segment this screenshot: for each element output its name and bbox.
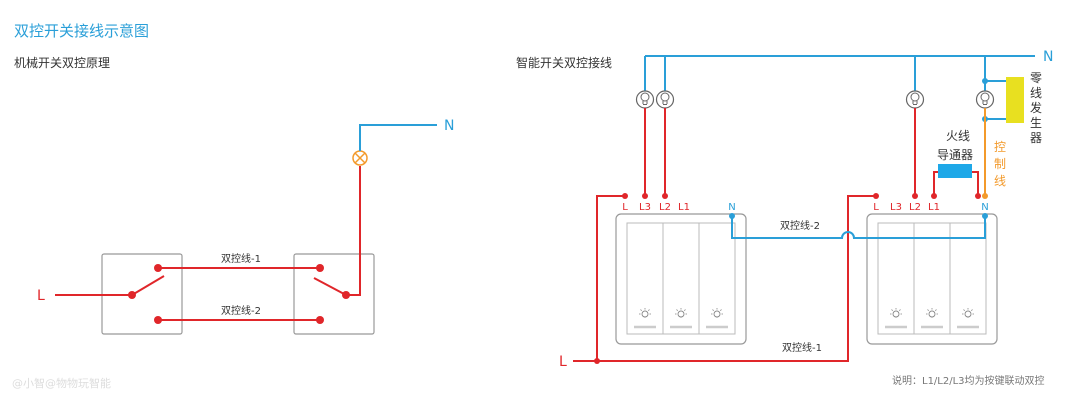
terminal-label-l2: L2 — [909, 202, 921, 213]
left-subtitle: 机械开关双控原理 — [14, 55, 110, 70]
control-wire-label-char: 控 — [994, 140, 1006, 154]
fire-conductor-label-1: 火线 — [946, 129, 970, 143]
lever — [313, 277, 347, 296]
neutral-generator-label-char: 器 — [1030, 131, 1042, 145]
note: 说明：L1/L2/L3均为按键联动双控 — [892, 374, 1045, 387]
conductor-wire — [933, 171, 938, 196]
terminal-dot — [873, 193, 879, 199]
fire-conductor — [938, 164, 972, 178]
light-bulb-icon — [905, 90, 925, 109]
control-wire-2 — [731, 216, 986, 239]
switch-button[interactable] — [662, 222, 700, 335]
fire-conductor-label-2: 导通器 — [937, 148, 973, 162]
wire1-label: 双控线-1 — [782, 341, 822, 354]
switch-button[interactable] — [698, 222, 736, 335]
lever — [131, 275, 165, 296]
smart-switch-1 — [615, 213, 747, 345]
mechanical-diagram: L 双控线-1 双控线-2 N — [37, 118, 454, 335]
live-label: L — [37, 288, 45, 304]
light-bulb-icon — [639, 308, 651, 318]
lamp-wire — [346, 166, 361, 296]
mechanical-switch-2 — [293, 253, 375, 335]
terminal-dot — [729, 213, 735, 219]
live-label: L — [559, 354, 567, 370]
neutral-wire — [359, 124, 437, 151]
junction — [982, 78, 988, 84]
terminal-label-n: N — [981, 202, 988, 213]
neutral-generator-label-char: 零 — [1030, 71, 1042, 85]
contact — [316, 264, 324, 272]
light-bulb-icon — [926, 308, 938, 318]
neutral-label: N — [444, 118, 454, 134]
wire2-label: 双控线-2 — [780, 219, 820, 232]
light-bulb-icon — [711, 308, 723, 318]
terminal-label-l: L — [622, 202, 628, 213]
terminal-dot — [622, 193, 628, 199]
terminal-label-n: N — [728, 202, 735, 213]
light-bulb-icon — [975, 90, 995, 109]
neutral-generator-label-char: 生 — [1030, 116, 1042, 130]
terminal-dot — [912, 193, 918, 199]
light-bulb-icon — [635, 90, 655, 109]
terminal-label-l3: L3 — [890, 202, 902, 213]
neutral-generator-label-char: 发 — [1030, 100, 1042, 115]
wire2-label: 双控线-2 — [221, 304, 261, 317]
live-wire-branch — [596, 195, 625, 361]
light-bulb-icon — [675, 308, 687, 318]
terminal-dot — [975, 193, 981, 199]
neutral-label: N — [1043, 49, 1053, 65]
contact — [316, 316, 324, 324]
switch-button[interactable] — [877, 222, 915, 335]
neutral-generator — [1006, 77, 1024, 123]
terminal-dot — [982, 193, 988, 199]
terminal-dot — [642, 193, 648, 199]
terminal-label-l1: L1 — [678, 202, 690, 213]
live-wire — [573, 195, 876, 362]
terminal-label-l3: L3 — [639, 202, 651, 213]
page-title: 双控开关接线示意图 — [14, 22, 149, 40]
light-bulb-icon — [890, 308, 902, 318]
terminal-dot — [931, 193, 937, 199]
watermark: @小智@物物玩智能 — [12, 376, 111, 390]
switch-button[interactable] — [626, 222, 664, 335]
terminal-label-l2: L2 — [659, 202, 671, 213]
incandescent-lamp-icon — [352, 150, 368, 166]
light-bulb-icon — [655, 90, 675, 109]
switch-button[interactable] — [949, 222, 987, 335]
neutral-generator-label-char: 线 — [1030, 86, 1042, 100]
terminal-dot — [982, 213, 988, 219]
right-subtitle: 智能开关双控接线 — [516, 55, 612, 70]
light-bulb-icon — [962, 308, 974, 318]
terminal-label-l: L — [873, 202, 879, 213]
control-wire-label-char: 线 — [994, 174, 1006, 188]
control-wire-label-char: 制 — [994, 157, 1006, 171]
junction — [594, 358, 600, 364]
wire1-label: 双控线-1 — [221, 252, 261, 265]
smart-switch-2 — [866, 213, 998, 345]
terminal-dot — [662, 193, 668, 199]
switch-button[interactable] — [913, 222, 951, 335]
terminal-label-l1: L1 — [928, 202, 940, 213]
conductor-wire — [972, 171, 979, 196]
